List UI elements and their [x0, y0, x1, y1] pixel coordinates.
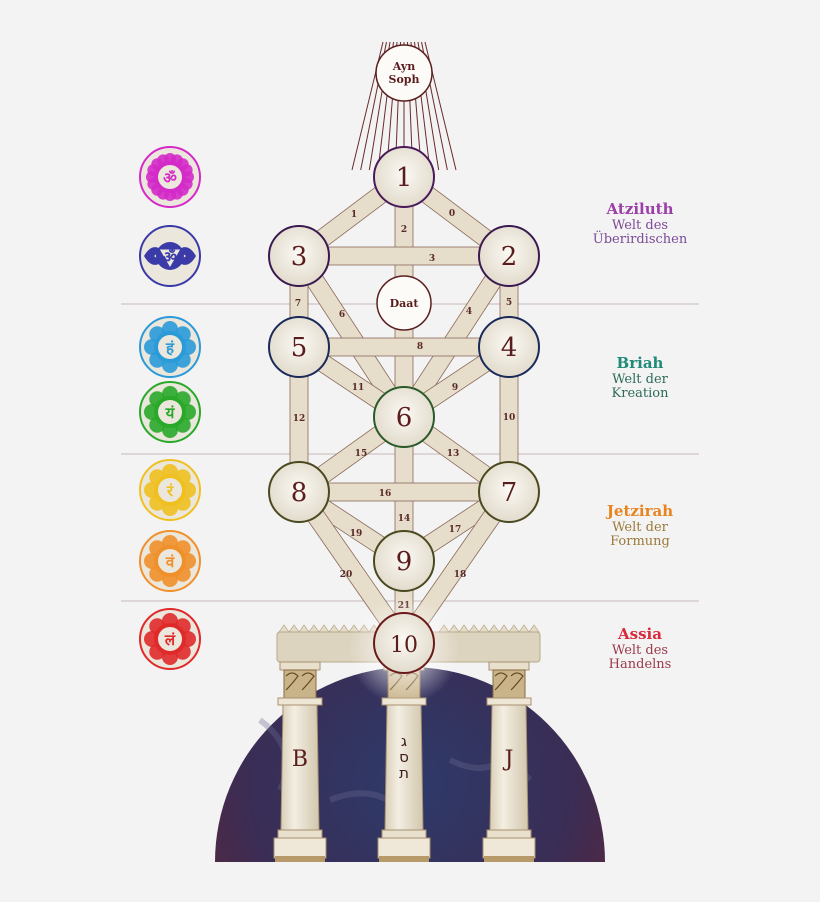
sephira-number: 1: [396, 163, 413, 193]
pillar-hebrew-letter: ס: [399, 748, 409, 766]
sephira-5[interactable]: 5: [268, 316, 330, 378]
path-16[interactable]: [298, 482, 510, 502]
ayn-soph-line2: Soph: [389, 73, 420, 86]
path-label: 18: [454, 570, 467, 580]
world-name: Atziluth: [606, 200, 674, 218]
pillar-label: J: [503, 747, 514, 772]
path-label: 19: [350, 529, 363, 539]
sephira-number: 2: [501, 242, 518, 272]
chakra-root-icon: लं: [139, 608, 201, 670]
world-atziluth: Atziluth Welt des Überirdischen: [560, 202, 720, 247]
chakra-heart-icon: यं: [139, 381, 201, 443]
chakra-throat-icon: हं: [139, 316, 201, 378]
world-desc-1: Welt des: [611, 218, 669, 233]
world-desc-2: Kreation: [611, 386, 669, 401]
sephira-number: 10: [390, 633, 418, 658]
sephira-number: 6: [396, 403, 413, 433]
sephira-1[interactable]: 1: [373, 146, 435, 208]
path-label: 20: [340, 570, 353, 580]
chakra-crown-icon: ॐ: [139, 146, 201, 208]
sephira-6[interactable]: 6: [373, 386, 435, 448]
chakra-glyph: यं: [165, 404, 176, 422]
daat-label: Daat: [390, 297, 420, 310]
path-label: 1: [351, 210, 357, 220]
path-label: 4: [466, 307, 472, 317]
path-label: 14: [398, 514, 411, 524]
chakra-sacral-icon: वं: [139, 530, 201, 592]
path-label: 5: [506, 298, 512, 308]
sephira-7[interactable]: 7: [478, 461, 540, 523]
daat-node[interactable]: Daat: [376, 275, 432, 331]
chakra-glyph: लं: [164, 631, 176, 649]
chakra-glyph: वं: [165, 553, 175, 571]
sephira-2[interactable]: 2: [478, 225, 540, 287]
sephira-10[interactable]: 10: [373, 612, 435, 674]
world-name: Jetzirah: [606, 502, 674, 520]
path-label: 10: [503, 413, 516, 423]
sephira-9[interactable]: 9: [373, 530, 435, 592]
sephira-number: 4: [501, 333, 518, 363]
sephira-number: 3: [291, 242, 308, 272]
world-jetzirah: Jetzirah Welt der Formung: [560, 504, 720, 549]
world-desc-2: Überirdischen: [592, 232, 688, 247]
world-name: Briah: [616, 354, 664, 372]
world-desc-1: Welt des: [611, 643, 669, 658]
pillar-boaz: B: [273, 661, 327, 862]
chakra-glyph: रं: [166, 482, 174, 500]
world-desc-2: Formung: [610, 534, 670, 549]
world-assia: Assia Welt des Handelns: [560, 627, 720, 672]
pillar-hebrew-letter: ג: [401, 732, 407, 750]
world-name: Assia: [618, 625, 662, 643]
path-3[interactable]: [298, 246, 510, 266]
pillar-label: B: [292, 747, 308, 772]
chakra-solar-plexus-icon: रं: [139, 459, 201, 521]
world-desc-1: Welt der: [612, 520, 668, 535]
chakra-third-eye-icon: ॐ: [139, 225, 201, 287]
path-label: 11: [352, 383, 365, 393]
sephira-4[interactable]: 4: [478, 316, 540, 378]
chakra-column: ॐ ॐ हं यं रं वं लं: [139, 146, 201, 670]
chakra-glyph: ॐ: [163, 169, 177, 187]
path-label: 15: [355, 449, 368, 459]
path-label: 6: [339, 310, 345, 320]
path-label: 2: [401, 225, 407, 235]
path-label: 0: [449, 209, 455, 219]
path-label: 13: [447, 449, 460, 459]
path-label: 12: [293, 414, 306, 424]
sephira-number: 8: [291, 478, 308, 508]
ayn-soph-line1: Ayn: [392, 60, 415, 73]
world-desc-1: Welt der: [612, 372, 668, 387]
path-label: 16: [379, 489, 392, 499]
sephira-number: 7: [501, 478, 518, 508]
world-briah: Briah Welt der Kreation: [560, 356, 720, 401]
path-label: 17: [449, 525, 462, 535]
sephira-number: 5: [291, 333, 308, 363]
path-label: 9: [452, 383, 458, 393]
pillar-jachin: J: [482, 661, 536, 862]
path-label: 7: [295, 299, 301, 309]
sephira-3[interactable]: 3: [268, 225, 330, 287]
path-label: 3: [429, 254, 435, 264]
path-label: 8: [417, 342, 423, 352]
pillar-hebrew-letter: ת: [399, 764, 409, 782]
chakra-glyph: हं: [165, 339, 175, 357]
sephira-8[interactable]: 8: [268, 461, 330, 523]
world-desc-2: Handelns: [608, 657, 672, 672]
chakra-glyph: ॐ: [163, 248, 177, 266]
ayn-soph-node[interactable]: Ayn Soph: [375, 44, 433, 102]
sephira-number: 9: [396, 547, 413, 577]
path-8[interactable]: [298, 337, 510, 357]
